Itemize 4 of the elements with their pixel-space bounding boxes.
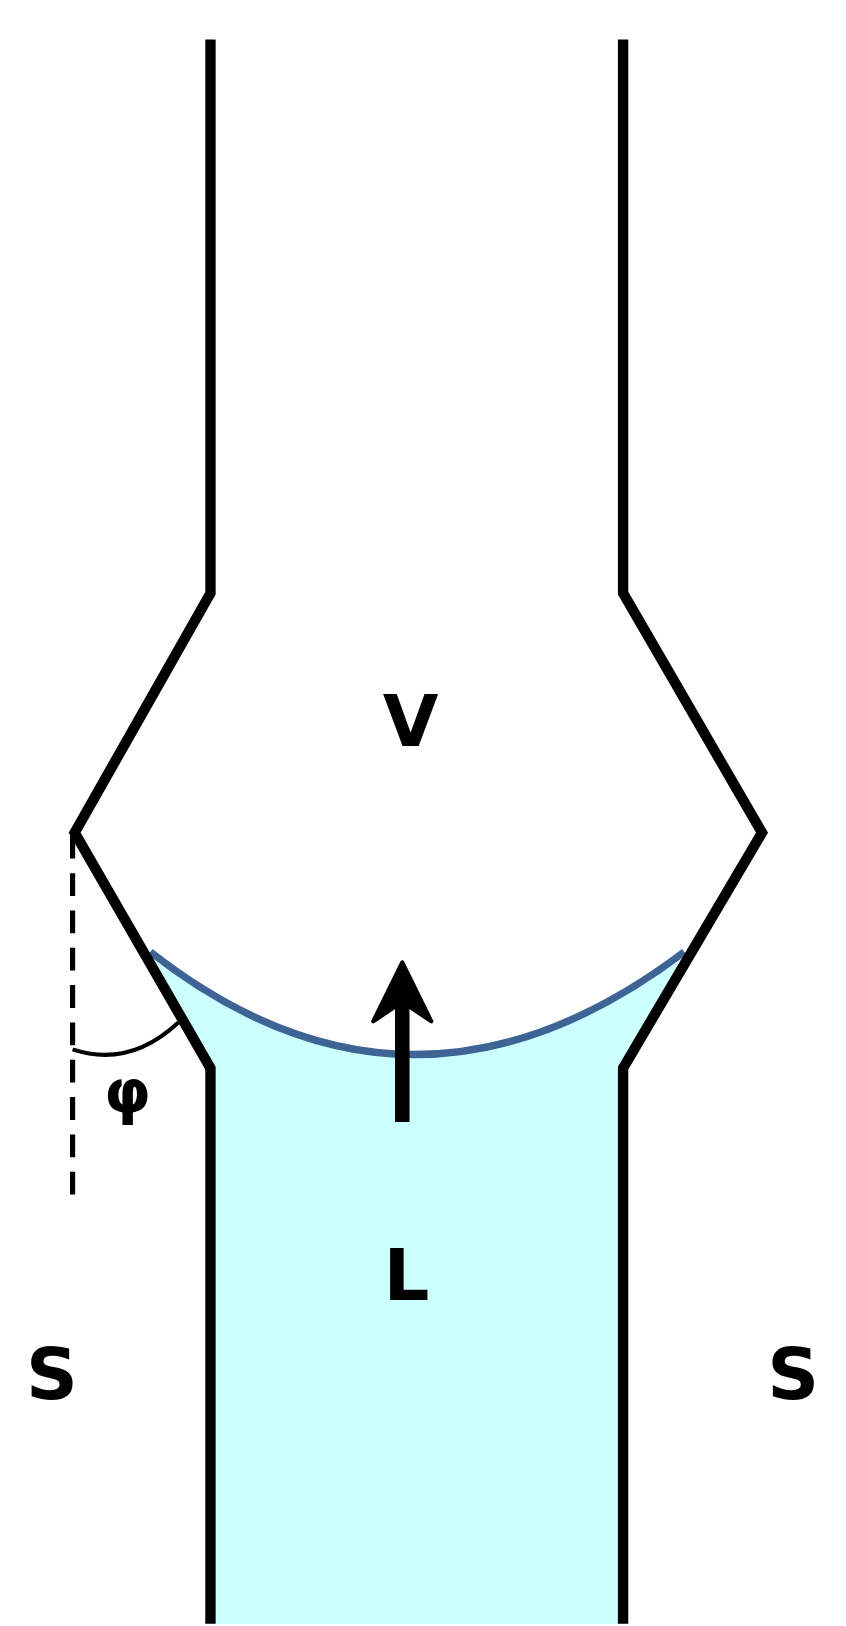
region-label: S bbox=[25, 1337, 78, 1410]
region-label: L bbox=[383, 1239, 430, 1312]
region-label: V bbox=[382, 684, 439, 757]
region-label: S bbox=[767, 1337, 820, 1410]
